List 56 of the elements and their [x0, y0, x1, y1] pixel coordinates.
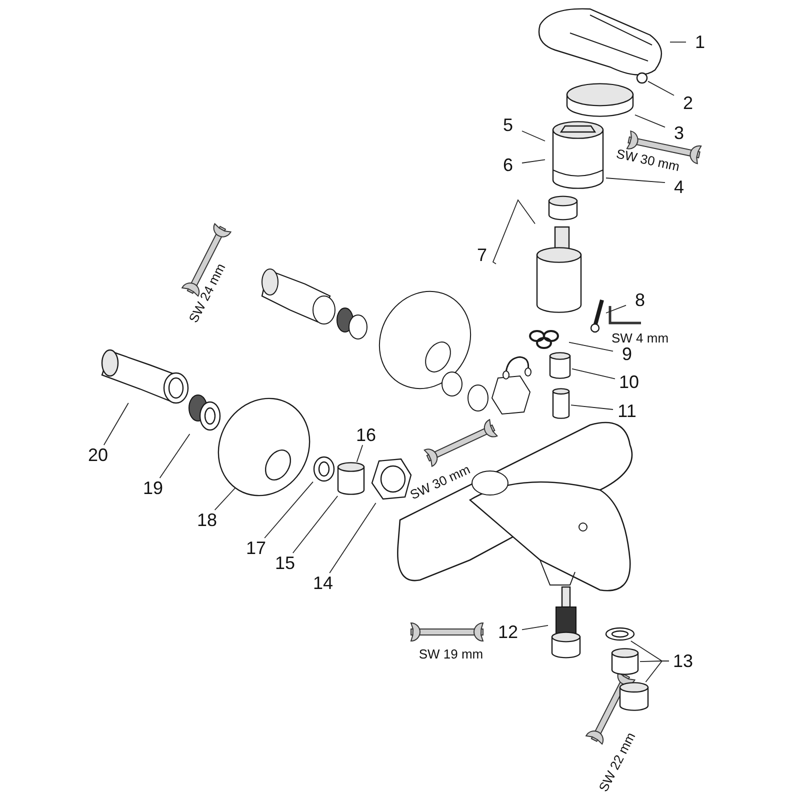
washer-drawing	[313, 455, 335, 483]
cap-drawing	[548, 352, 572, 380]
leader-line	[648, 80, 674, 96]
leader-line	[103, 402, 129, 446]
aerator-housing-drawing	[618, 682, 650, 712]
callout-number: 13	[669, 651, 697, 671]
callout-number: 8	[626, 290, 654, 310]
leader-line	[522, 130, 546, 142]
cap-ring-drawing	[565, 83, 635, 118]
leader-line	[522, 159, 546, 164]
leader-line	[292, 496, 338, 554]
wrench-size-label: SW 24 mm	[186, 260, 228, 326]
wrench-size-label: SW 30 mm	[615, 146, 681, 174]
callout-number: 5	[494, 115, 522, 135]
leader-line	[329, 502, 376, 574]
wrench-size-label: SW 30 mm	[408, 462, 472, 502]
leader-line	[670, 42, 686, 43]
leader-line	[568, 342, 614, 352]
leader-line	[645, 660, 670, 682]
callout-number: 6	[494, 155, 522, 175]
callout-number: 17	[242, 538, 270, 558]
leader-line	[356, 444, 364, 462]
callout-number: 19	[139, 478, 167, 498]
plug-drawing	[636, 72, 648, 84]
callout-number: 2	[674, 93, 702, 113]
aerator-insert-drawing	[610, 648, 640, 676]
callout-number: 20	[84, 445, 112, 465]
callout-number: 4	[665, 177, 693, 197]
callout-number: 12	[494, 622, 522, 642]
callout-number: 1	[686, 32, 714, 52]
leader-line	[522, 624, 548, 630]
fitting-drawing	[336, 462, 366, 496]
leader-line	[492, 199, 536, 264]
callout-number: 16	[352, 425, 380, 445]
leader-line	[572, 368, 616, 380]
callout-number: 18	[193, 510, 221, 530]
leader-line	[264, 481, 314, 538]
leader-line	[634, 114, 666, 128]
leader-line	[214, 486, 238, 510]
wrench-size-label: SW 22 mm	[596, 730, 638, 794]
leader-line	[159, 434, 190, 478]
screw-drawing	[590, 298, 606, 334]
callout-number: 11	[613, 401, 641, 421]
leader-line	[606, 304, 626, 314]
callout-number: 9	[613, 344, 641, 364]
seal-ring-drawing	[604, 627, 636, 641]
leader-line	[570, 404, 614, 410]
callout-number: 3	[665, 123, 693, 143]
sleeve-drawing	[551, 388, 571, 420]
callout-number: 15	[271, 553, 299, 573]
callout-number: 14	[309, 573, 337, 593]
leader-line	[606, 178, 666, 184]
wrench-size-label: SW 4 mm	[611, 330, 669, 346]
callout-number: 10	[615, 372, 643, 392]
wrench-size-label: SW 19 mm	[418, 646, 484, 662]
callout-number: 7	[468, 245, 496, 265]
